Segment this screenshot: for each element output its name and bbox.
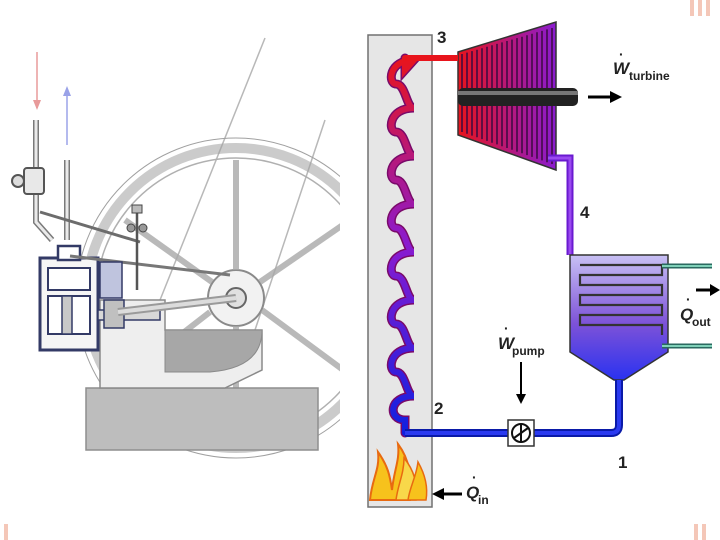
- turbine-work-symbol: W: [613, 59, 631, 78]
- steam-out-arrow-icon: [63, 86, 71, 145]
- pipe-condenser-to-boiler: [405, 380, 623, 437]
- state-label-2: 2: [434, 399, 443, 418]
- turbine: [457, 20, 557, 172]
- corner-accent-top-2: [698, 0, 702, 16]
- pump-work-label: W · pump: [498, 320, 545, 358]
- pump-icon: [507, 419, 535, 447]
- svg-text:·: ·: [619, 46, 624, 62]
- boiler: [367, 34, 433, 508]
- heat-in-arrow-icon: [432, 488, 462, 500]
- steam-chest: [99, 261, 123, 299]
- heat-out-subscript: out: [692, 315, 711, 329]
- corner-accent-top-1: [690, 0, 694, 16]
- corner-accent-bottom-left: [4, 524, 8, 540]
- svg-text:·: ·: [504, 320, 509, 336]
- heat-in-label: Q · in: [466, 469, 489, 507]
- corner-accent-top-3: [706, 0, 710, 16]
- heat-out-label: Q · out: [680, 291, 711, 329]
- turbine-shaft: [458, 88, 578, 106]
- turbine-work-arrow-icon: [588, 91, 622, 103]
- guide-line: [147, 37, 266, 331]
- turbine-work-subscript: turbine: [629, 69, 670, 83]
- heat-in-symbol: Q: [466, 483, 479, 502]
- boiler-tube: [386, 53, 425, 438]
- guide-line: [254, 119, 326, 331]
- state-label-4: 4: [580, 203, 590, 222]
- heat-out-symbol: Q: [680, 305, 693, 324]
- steam-in-arrow-icon: [33, 52, 41, 110]
- steam-pipes: [33, 120, 141, 244]
- pump-work-symbol: W: [498, 334, 516, 353]
- condenser: [569, 254, 669, 381]
- valve-rod: [69, 254, 231, 277]
- turbine-work-label: W · turbine: [613, 46, 670, 83]
- heat-out-arrow-icon: [696, 284, 720, 296]
- pipe-turbine-to-condenser: [548, 154, 574, 255]
- engine-base: [85, 387, 319, 451]
- corner-accent-bottom-right-1: [694, 524, 698, 540]
- flame-icon: [368, 440, 428, 501]
- frame-shadow: [164, 329, 263, 373]
- corner-accent-bottom-right-2: [702, 524, 706, 540]
- pump-work-arrow-icon: [516, 362, 526, 404]
- steam-engine-illustration: [11, 37, 340, 459]
- svg-text:·: ·: [472, 469, 477, 485]
- governor: [126, 204, 148, 290]
- svg-text:·: ·: [686, 291, 691, 307]
- heat-in-subscript: in: [478, 493, 489, 507]
- steam-cylinder: [38, 244, 100, 352]
- state-label-3: 3: [437, 28, 446, 47]
- state-label-1: 1: [618, 453, 627, 472]
- pump-work-subscript: pump: [512, 344, 545, 358]
- throttle-valve: [11, 167, 45, 195]
